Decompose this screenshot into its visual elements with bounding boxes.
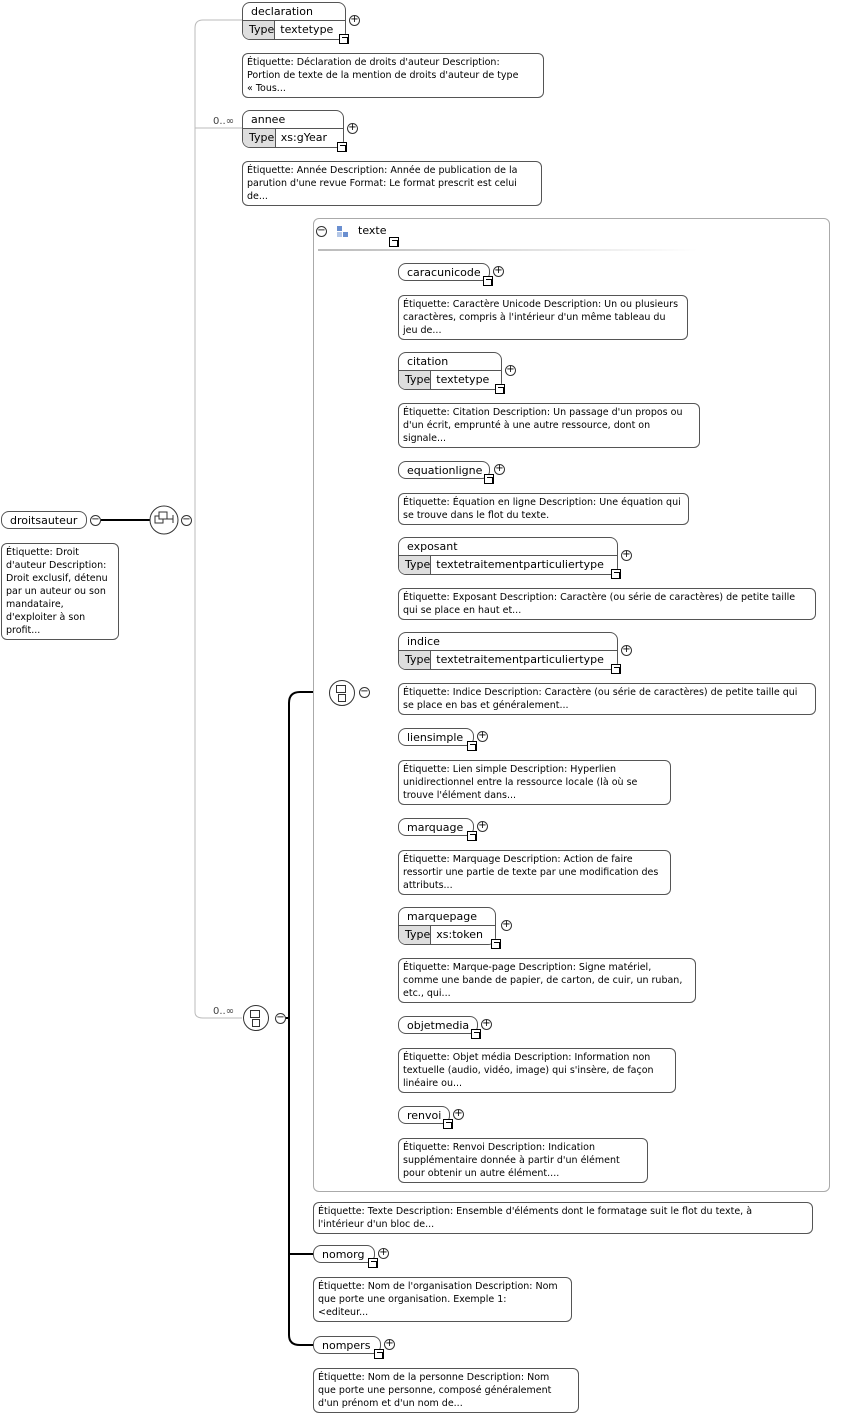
reference-arrow-icon[interactable] bbox=[471, 1029, 481, 1039]
element-caracunicode[interactable]: caracunicode bbox=[398, 263, 490, 281]
cardinality-label: 0..∞ bbox=[213, 1006, 235, 1017]
collapse-icon[interactable]: − bbox=[90, 514, 101, 526]
element-name: annee bbox=[251, 113, 286, 126]
element-name: renvoi bbox=[407, 1109, 442, 1122]
expand-icon[interactable]: + bbox=[477, 820, 488, 832]
element-renvoi[interactable]: renvoi bbox=[398, 1106, 450, 1124]
reference-arrow-icon[interactable] bbox=[337, 142, 347, 152]
reference-arrow-icon[interactable] bbox=[467, 741, 477, 751]
reference-arrow-icon[interactable] bbox=[368, 1258, 378, 1268]
sequence-compositor-icon[interactable] bbox=[243, 1005, 269, 1031]
element-description: Étiquette: Nom de la personne Descriptio… bbox=[313, 1368, 579, 1413]
reference-arrow-icon[interactable] bbox=[495, 384, 505, 394]
element-description: Étiquette: Marquage Description: Action … bbox=[398, 850, 671, 895]
expand-icon[interactable]: + bbox=[477, 730, 488, 742]
reference-arrow-icon[interactable] bbox=[443, 1119, 453, 1129]
expand-icon[interactable]: + bbox=[505, 364, 516, 376]
element-description: Étiquette: Renvoi Description: Indicatio… bbox=[398, 1138, 648, 1183]
element-marquage[interactable]: marquage bbox=[398, 818, 474, 836]
reference-arrow-icon[interactable] bbox=[484, 474, 494, 484]
cardinality-label: 0..∞ bbox=[213, 116, 235, 127]
expand-icon[interactable]: + bbox=[349, 14, 360, 26]
group-separator bbox=[318, 249, 698, 251]
reference-arrow-icon[interactable] bbox=[483, 276, 493, 286]
expand-icon[interactable]: + bbox=[453, 1108, 464, 1120]
group-name: texte bbox=[358, 224, 387, 237]
reference-arrow-icon[interactable] bbox=[374, 1349, 384, 1359]
element-description: Étiquette: Année Description: Année de p… bbox=[242, 161, 542, 206]
element-name: marquage bbox=[407, 821, 464, 834]
reference-arrow-icon[interactable] bbox=[339, 34, 349, 44]
sequence-compositor-icon[interactable] bbox=[329, 680, 355, 706]
expand-icon[interactable]: + bbox=[481, 1018, 492, 1030]
element-nomorg[interactable]: nomorg bbox=[313, 1245, 375, 1263]
element-name: indice bbox=[407, 635, 440, 648]
element-name: liensimple bbox=[407, 731, 464, 744]
reference-arrow-icon[interactable] bbox=[611, 569, 621, 579]
element-name: droitsauteur bbox=[10, 514, 78, 527]
group-icon bbox=[337, 226, 348, 237]
collapse-icon[interactable]: − bbox=[181, 514, 192, 526]
expand-icon[interactable]: + bbox=[621, 549, 632, 561]
element-name: marquepage bbox=[407, 910, 477, 923]
element-description: Étiquette: Marque-page Description: Sign… bbox=[398, 958, 696, 1003]
element-objetmedia[interactable]: objetmedia bbox=[398, 1016, 478, 1034]
element-name: nompers bbox=[322, 1339, 371, 1352]
element-description: Étiquette: Indice Description: Caractère… bbox=[398, 683, 816, 715]
element-equationligne[interactable]: equationligne bbox=[398, 461, 490, 479]
reference-arrow-icon[interactable] bbox=[491, 939, 501, 949]
root-description: Étiquette: Droit d'auteur Description: D… bbox=[1, 543, 119, 640]
group-description: Étiquette: Texte Description: Ensemble d… bbox=[313, 1202, 813, 1234]
expand-icon[interactable]: + bbox=[493, 265, 504, 277]
expand-icon[interactable]: + bbox=[501, 919, 512, 931]
element-description: Étiquette: Caractère Unicode Description… bbox=[398, 295, 688, 340]
collapse-icon[interactable]: − bbox=[275, 1012, 286, 1024]
collapse-icon[interactable]: − bbox=[316, 225, 327, 237]
element-description: Étiquette: Équation en ligne Description… bbox=[398, 493, 689, 525]
reference-arrow-icon[interactable] bbox=[467, 831, 477, 841]
expand-icon[interactable]: + bbox=[378, 1247, 389, 1259]
expand-icon[interactable]: + bbox=[384, 1338, 395, 1350]
element-liensimple[interactable]: liensimple bbox=[398, 728, 474, 746]
choice-compositor-icon[interactable] bbox=[150, 506, 178, 534]
element-name: nomorg bbox=[322, 1248, 365, 1261]
expand-icon[interactable]: + bbox=[621, 644, 632, 656]
element-name: caracunicode bbox=[407, 266, 481, 279]
reference-arrow-icon[interactable] bbox=[389, 237, 399, 247]
reference-arrow-icon[interactable] bbox=[611, 664, 621, 674]
element-name: equationligne bbox=[407, 464, 483, 477]
element-description: Étiquette: Objet média Description: Info… bbox=[398, 1048, 676, 1093]
element-name: objetmedia bbox=[407, 1019, 470, 1032]
root-element-droitsauteur[interactable]: droitsauteur bbox=[1, 511, 87, 529]
element-description: Étiquette: Exposant Description: Caractè… bbox=[398, 588, 816, 620]
element-name: citation bbox=[407, 355, 449, 368]
element-nompers[interactable]: nompers bbox=[313, 1336, 381, 1354]
expand-icon[interactable]: + bbox=[347, 122, 358, 134]
element-description: Étiquette: Nom de l'organisation Descrip… bbox=[313, 1277, 572, 1322]
expand-icon[interactable]: + bbox=[494, 463, 505, 475]
element-name: declaration bbox=[251, 5, 313, 18]
element-description: Étiquette: Lien simple Description: Hype… bbox=[398, 760, 671, 805]
element-description: Étiquette: Citation Description: Un pass… bbox=[398, 403, 700, 448]
element-name: exposant bbox=[407, 540, 458, 553]
element-description: Étiquette: Déclaration de droits d'auteu… bbox=[242, 53, 544, 98]
collapse-icon[interactable]: − bbox=[359, 686, 370, 698]
